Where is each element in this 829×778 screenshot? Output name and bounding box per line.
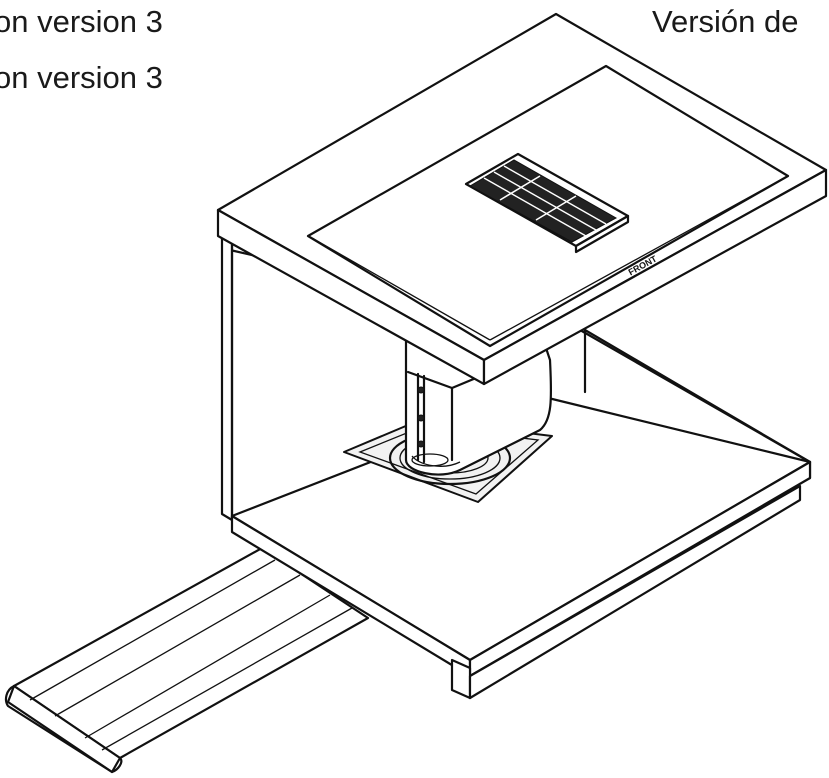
version-caption-2: on version 3 [0,60,163,95]
vent-grille [464,152,630,254]
version-caption-spanish: Versión de [652,4,799,39]
exhaust-duct [4,546,370,774]
version-caption-1: on version 3 [0,4,163,39]
